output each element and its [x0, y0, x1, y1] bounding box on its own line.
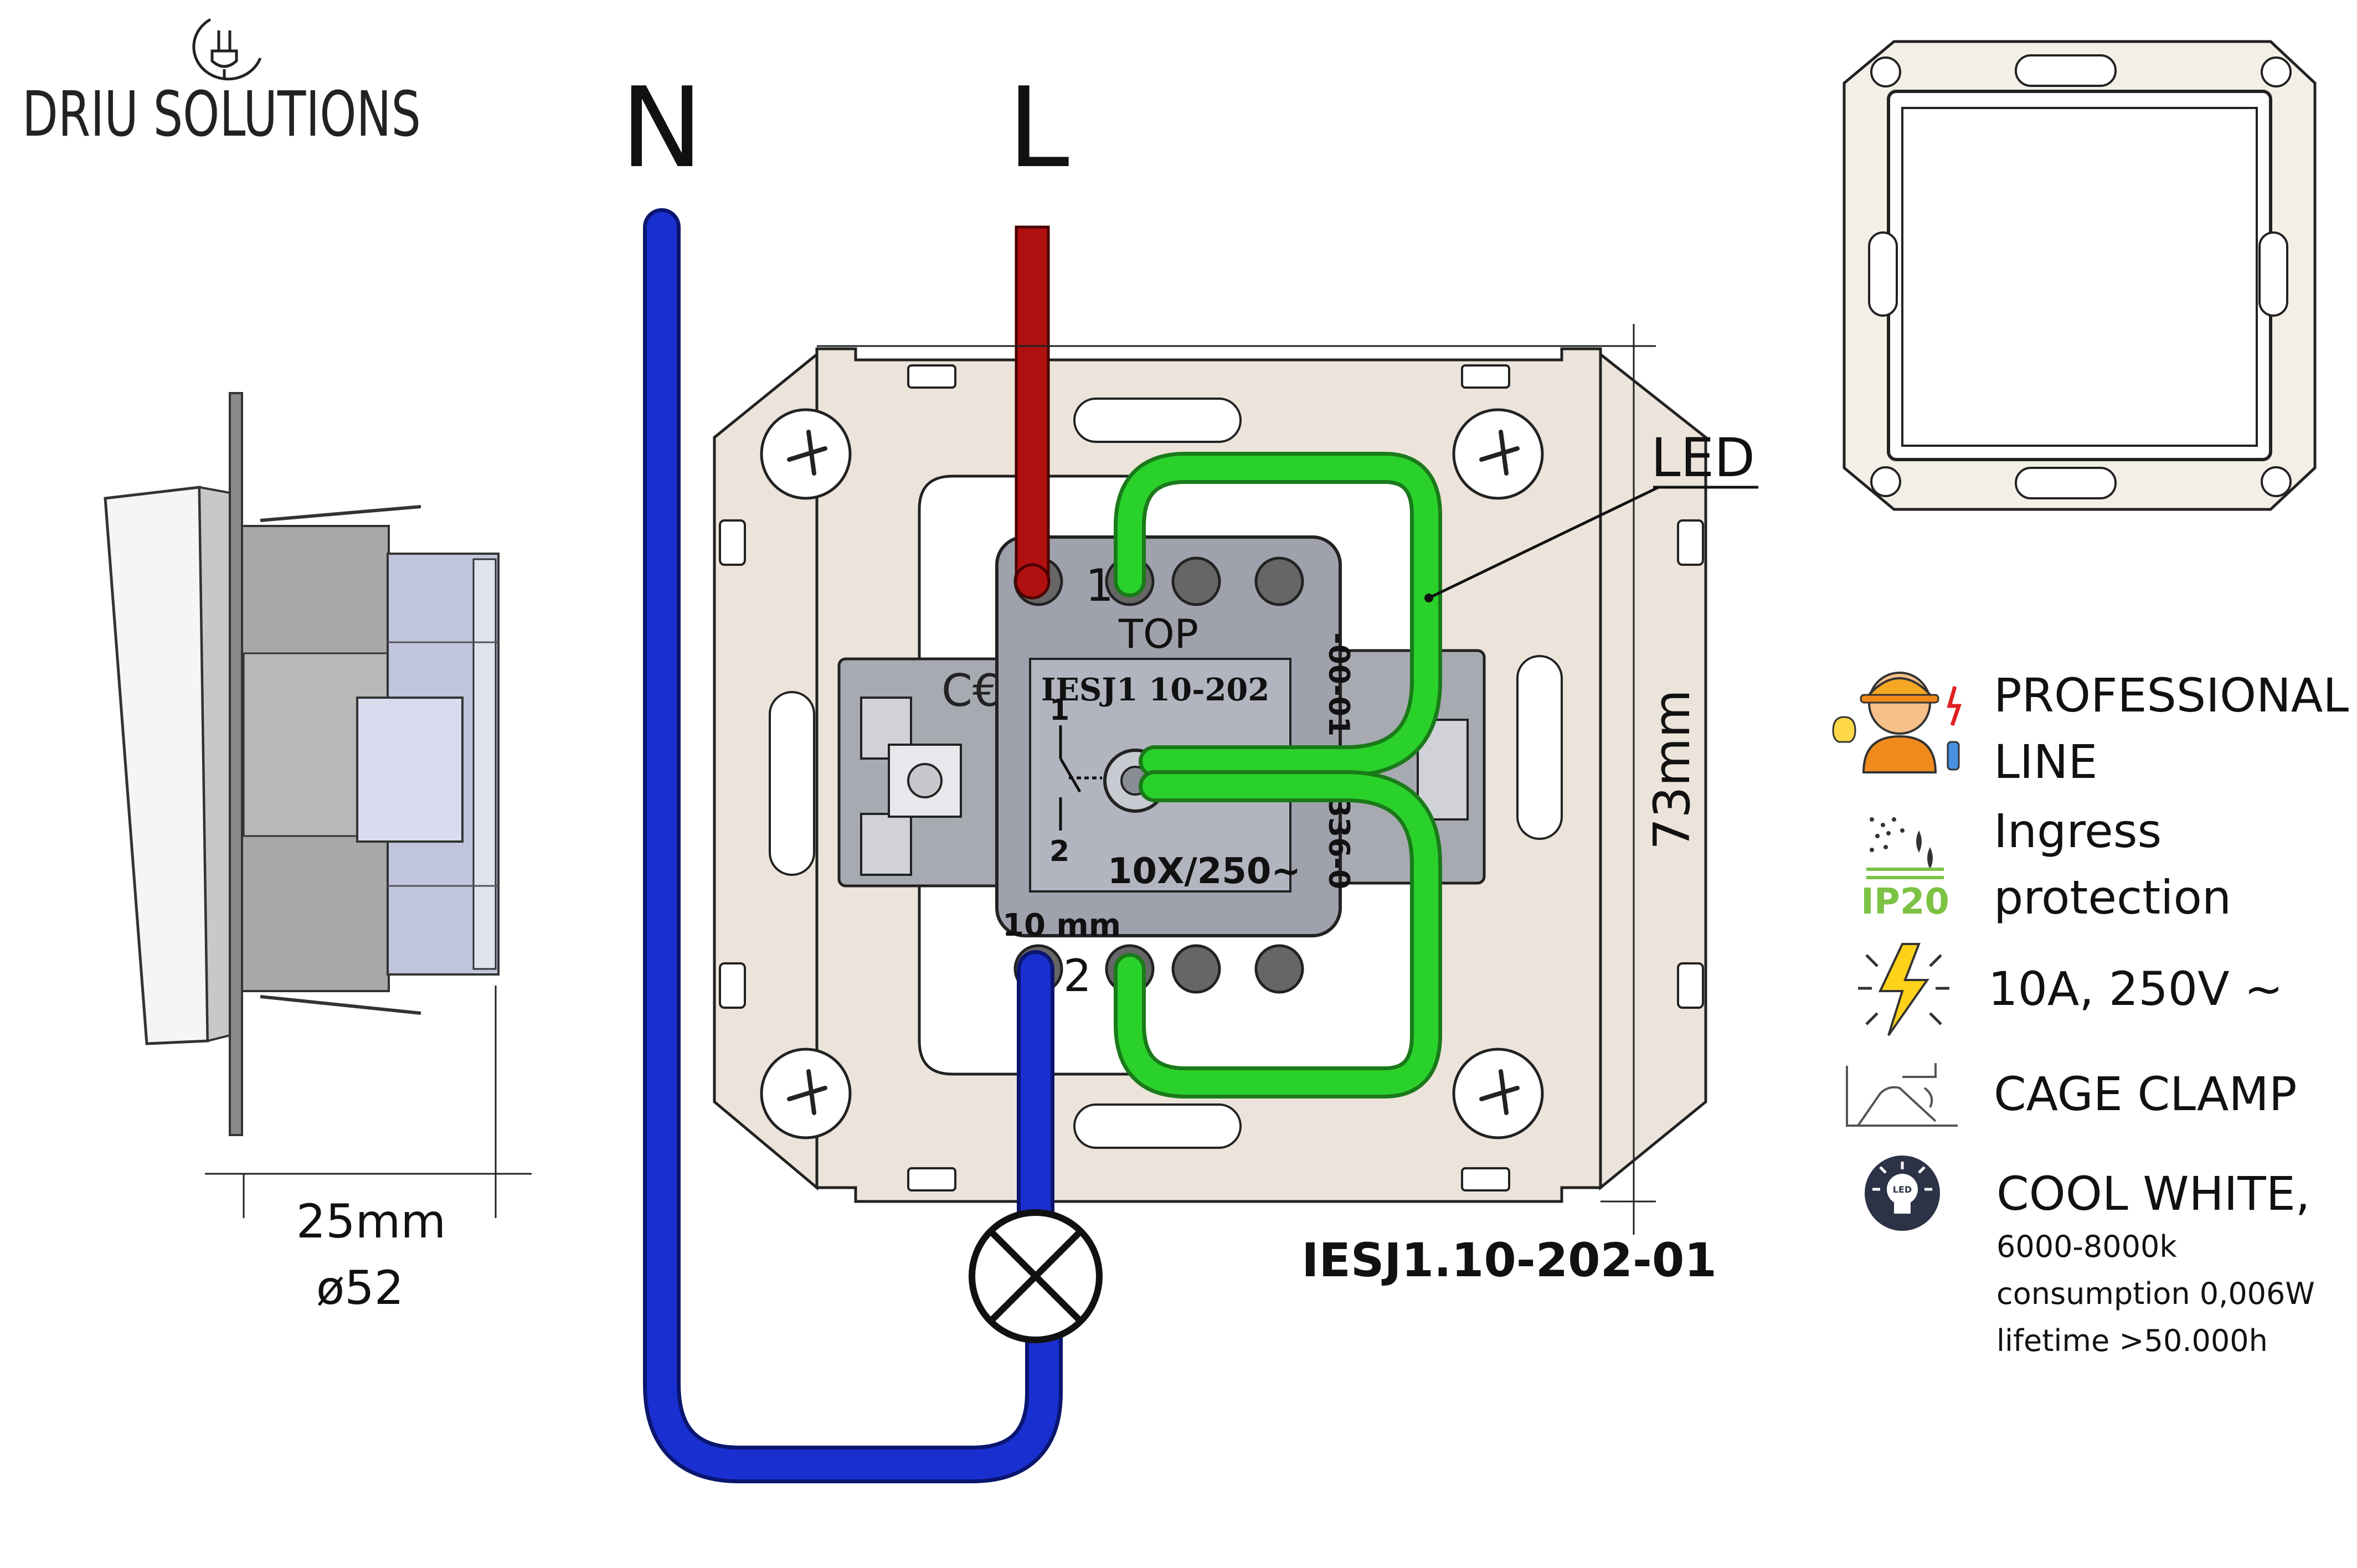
top-mark: TOP: [1118, 611, 1198, 657]
side-code: 336-0: [1322, 797, 1355, 889]
feature-2-line-2: protection: [1994, 870, 2231, 925]
neutral-wire: [643, 208, 1063, 1483]
cage-clamp-icon: [1846, 1063, 1958, 1127]
strip-length-label: 10 mm: [1002, 907, 1121, 943]
led-callout: LED: [1424, 427, 1758, 602]
led-wire: [1114, 452, 1442, 1098]
switch-schematic-icon: [1059, 725, 1102, 831]
led-label: LED: [1651, 427, 1755, 489]
feature-5-line-1: COOL WHITE,: [1996, 1167, 2310, 1221]
height-dimension: 73mm: [1643, 689, 1701, 850]
ip20-badge: IP20: [1861, 881, 1949, 922]
brand-name: DRIU SOLUTIONS: [22, 79, 421, 151]
side-profile-view: 25mm ø52: [104, 392, 532, 1315]
depth-dimension: 25mm: [296, 1194, 446, 1249]
ce-mark: C€: [941, 665, 1001, 716]
feature-5-detail-3: lifetime >50.000h: [1996, 1323, 2268, 1358]
height-dimension-lines: [817, 324, 1656, 1235]
front-view: [1843, 40, 2317, 511]
plug-icon: [192, 18, 262, 81]
model-on-body: IESJ1 10-202: [1041, 672, 1269, 708]
part-number: IESJ1.10-202-01: [1301, 1233, 1717, 1287]
live-label: L: [1007, 64, 1069, 193]
lamp-symbol-icon: [969, 1209, 1103, 1343]
side-code-2: -00-01: [1322, 632, 1355, 736]
neutral-label: N: [620, 64, 703, 193]
brand-logo: DRIU SOLUTIONS: [22, 18, 421, 151]
led-badge: LED: [1893, 1184, 1912, 1195]
schematic-1-label: 1: [1049, 694, 1069, 727]
feature-1-line-2: LINE: [1994, 735, 2097, 789]
rating-on-body: 10X/250~: [1108, 851, 1301, 892]
ip20-icon: [1866, 817, 1944, 879]
engineer-icon: [1832, 672, 1962, 773]
features-list: PROFESSIONAL LINE IP20 Ingress protectio…: [1832, 668, 2349, 1358]
feature-5-detail-1: 6000-8000k: [1996, 1229, 2177, 1264]
lightning-icon: [1858, 943, 1949, 1036]
diameter-dimension: ø52: [316, 1261, 404, 1315]
feature-3-line-1: 10A, 250V ~: [1988, 962, 2283, 1016]
feature-1-line-1: PROFESSIONAL: [1994, 668, 2349, 723]
schematic-2-label: 2: [1049, 835, 1069, 868]
terminal-1-label: 1: [1085, 560, 1114, 611]
feature-4-line-1: CAGE CLAMP: [1994, 1067, 2297, 1121]
feature-2-line-1: Ingress: [1994, 804, 2162, 858]
terminal-2-label: 2: [1063, 950, 1092, 1002]
led-bulb-icon: LED: [1865, 1156, 1940, 1231]
feature-5-detail-2: consumption 0,006W: [1996, 1276, 2315, 1311]
live-wire: [1014, 225, 1051, 600]
